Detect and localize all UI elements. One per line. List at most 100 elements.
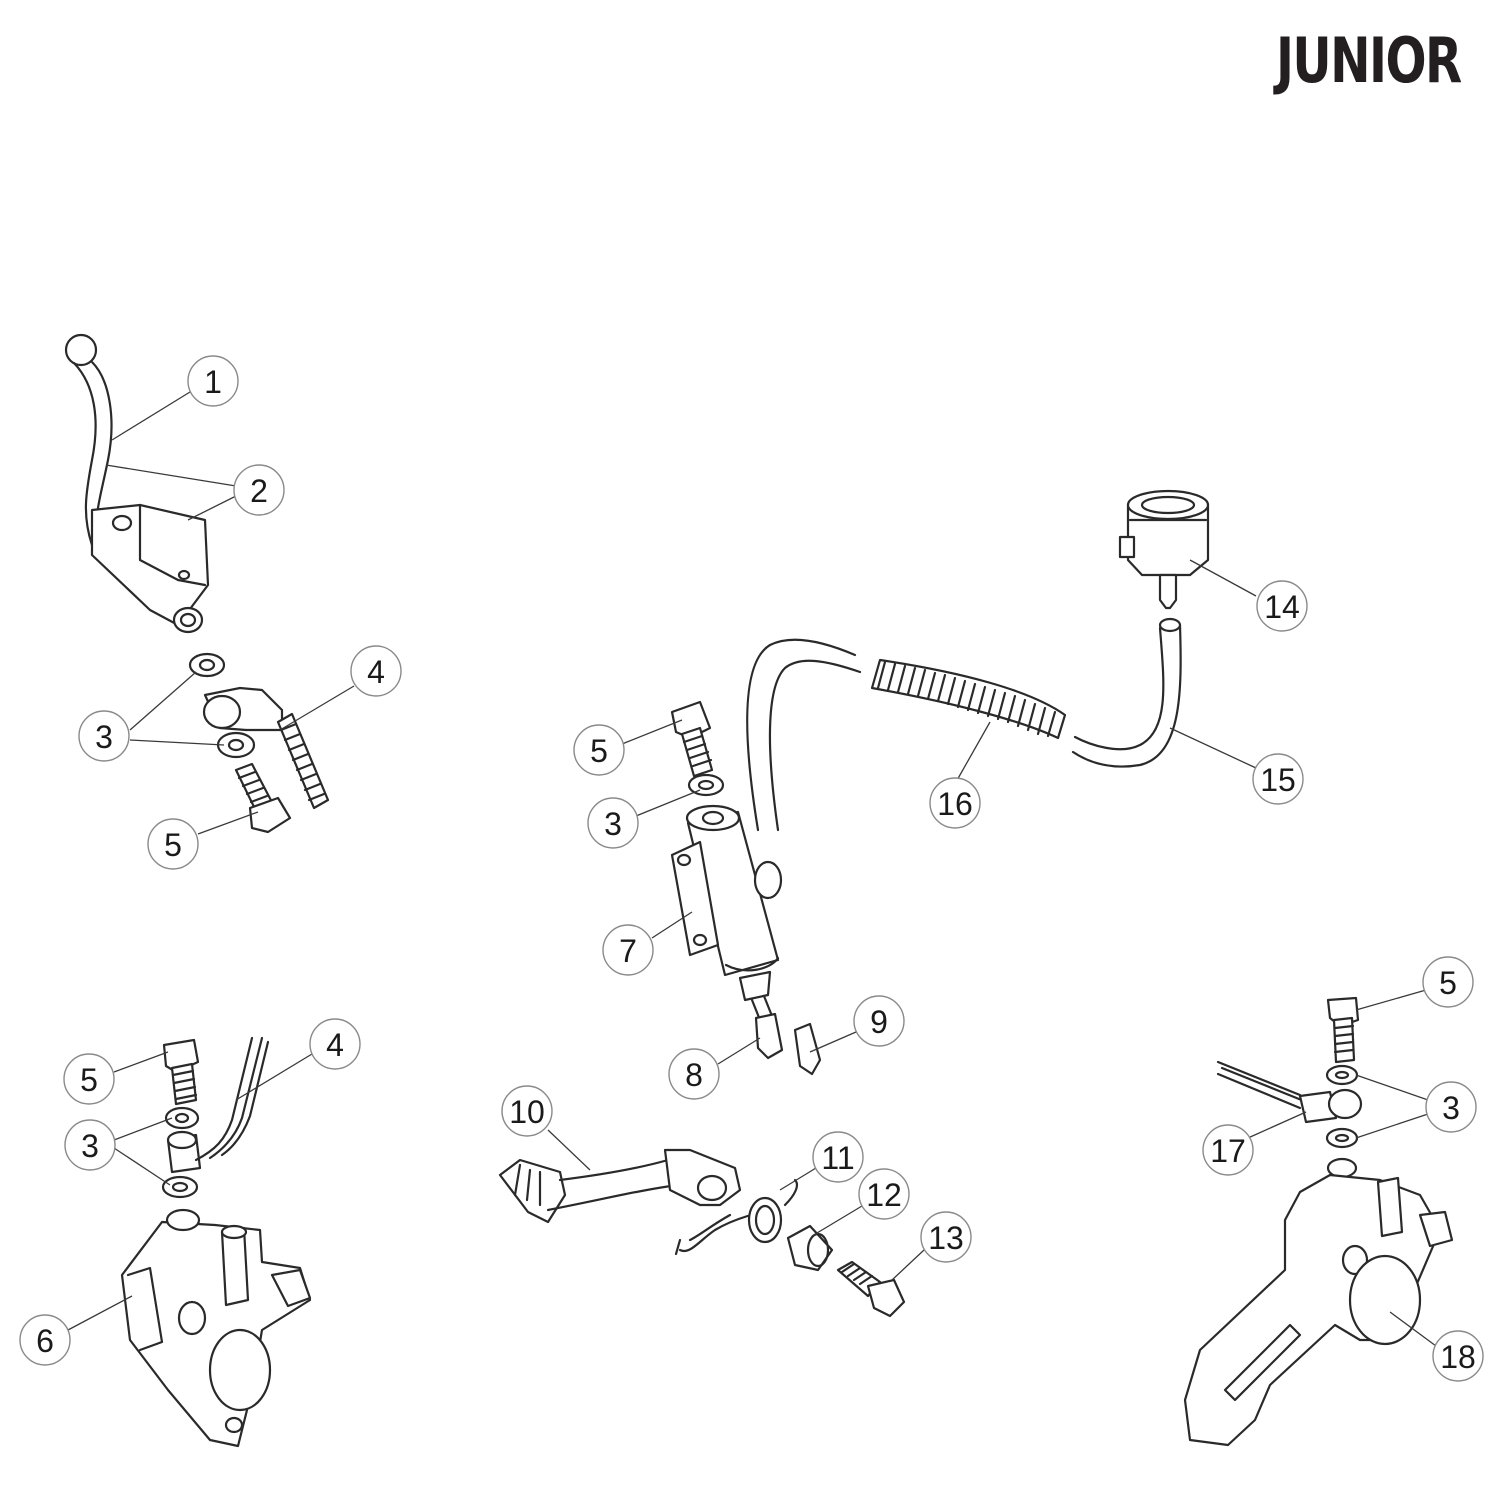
pedal-boss-bore (696, 1174, 728, 1202)
cylinder-ring (724, 956, 780, 972)
rear-caliper-bolt-shank (1332, 1016, 1356, 1064)
pedal-pad-grip (513, 1163, 542, 1207)
callout-circle-c5d (1422, 956, 1474, 1008)
front-caliper-assembly (120, 1036, 312, 1448)
callout-circle-c13 (920, 1211, 972, 1263)
return-spring-coil-inner (754, 1204, 776, 1236)
brand-title: JUNIOR (1276, 24, 1462, 97)
washer-lower-hole (227, 738, 245, 752)
callout-label-c4a: 4 (367, 654, 385, 690)
pivot-bolt-thread (840, 1262, 874, 1286)
feed-hose-lower-b (1071, 623, 1182, 768)
clevis (754, 1012, 784, 1060)
caliper-bleed-nipple (220, 1226, 250, 1307)
leader-lines (67, 391, 1437, 1347)
caliper-bleed-boss (165, 1208, 201, 1232)
caliper-piston (208, 1328, 272, 1412)
callout-circle-c1 (187, 355, 239, 407)
rear-caliper-bracket (1183, 1173, 1442, 1447)
pedal-arm (546, 1158, 680, 1212)
banjo-eye (202, 694, 242, 730)
rear-bleed-nipple (1376, 1176, 1404, 1238)
caliper-washer-lower-hole (171, 1181, 189, 1193)
callout-label-c17: 17 (1210, 1133, 1246, 1169)
caliper-pin-bolt (270, 1268, 312, 1308)
bracket-slot (1223, 1323, 1302, 1402)
caliper-washer-upper-hole (174, 1112, 190, 1124)
pivot-bush-end (806, 1232, 830, 1268)
caliper-washer-upper (164, 1106, 200, 1130)
reservoir-cap (1126, 489, 1210, 521)
callout-circle-c5a (147, 818, 199, 870)
pivot-hole (111, 514, 133, 532)
callout-label-c2: 2 (250, 473, 268, 509)
callout-circle-c10 (501, 1085, 553, 1137)
feed-hose-end (1158, 617, 1182, 633)
caliper-bolt-thread (171, 1069, 198, 1101)
callout-circle-c11 (812, 1131, 864, 1183)
callout-circle-c16 (929, 777, 981, 829)
pivot-bush (786, 1224, 834, 1272)
pivot-bolt-head (866, 1278, 906, 1318)
callout-circle-c18 (1432, 1330, 1484, 1382)
flange-hole-bottom (692, 933, 708, 947)
callout-circle-c14 (1256, 580, 1308, 632)
rear-washer-upper-hole (1334, 1070, 1350, 1080)
callout-label-c10: 10 (509, 1094, 545, 1130)
master-cylinder-edge (138, 503, 207, 587)
rear-banjo-eye (1327, 1088, 1363, 1120)
caliper-side-tab (126, 1266, 164, 1352)
callout-label-c3c: 3 (81, 1128, 99, 1164)
callout-label-c5c: 5 (80, 1062, 98, 1098)
callout-circle-c12 (858, 1168, 910, 1220)
hose-braid-lines (279, 722, 326, 802)
callout-circle-c5c (63, 1053, 115, 1105)
caliper-hose (194, 1036, 270, 1162)
hose-spring-guard (870, 658, 1067, 740)
clutch-lever-assembly (64, 333, 330, 834)
caliper-washer-lower (161, 1175, 199, 1199)
cylinder-outlet-bore (179, 612, 197, 628)
callout-label-c5a: 5 (164, 827, 182, 863)
rear-caliper-piston (1348, 1254, 1422, 1346)
cylinder-mount-flange (670, 840, 720, 957)
callout-label-c3a: 3 (95, 719, 113, 755)
lever-ball-end (64, 333, 98, 367)
callout-circle-c4a (350, 645, 402, 697)
cylinder-outlet (172, 606, 204, 634)
caliper-lower-hole (224, 1416, 244, 1434)
callout-label-c11: 11 (821, 1140, 854, 1176)
washer-upper-hole (198, 658, 216, 672)
rear-caliper-hose (1216, 1060, 1306, 1110)
callout-label-c13: 13 (928, 1220, 964, 1256)
rear-washer-upper (1325, 1064, 1359, 1086)
callout-label-c14: 14 (1264, 589, 1300, 625)
washer-upper (188, 652, 226, 678)
return-spring-coil (747, 1196, 783, 1244)
callout-circle-c6 (19, 1314, 71, 1366)
callout-label-c6: 6 (36, 1323, 54, 1359)
caliper-body (120, 1220, 312, 1448)
bolt-head (248, 796, 292, 834)
flange-hole-top (676, 853, 692, 867)
callout-label-c1: 1 (204, 364, 222, 400)
cylinder-top (685, 804, 741, 832)
cylinder-inlet (753, 860, 783, 900)
callout-label-c4b: 4 (326, 1027, 344, 1063)
callout-circle-c5b (573, 724, 625, 776)
callout-label-c3d: 3 (1442, 1090, 1460, 1126)
callout-circle-c9 (853, 995, 905, 1047)
clevis-pin (793, 1022, 822, 1076)
reservoir-mount (1118, 535, 1136, 559)
callout-label-c5b: 5 (590, 733, 608, 769)
rear-pin-bolt (1418, 1210, 1454, 1248)
callout-circle-c2 (233, 464, 285, 516)
callout-circle-c15 (1252, 753, 1304, 805)
callout-label-c16: 16 (937, 786, 973, 822)
callout-label-c8: 8 (685, 1057, 703, 1093)
reservoir-cap-top (1140, 495, 1196, 515)
rear-master-cylinder-assembly (670, 489, 1210, 1076)
spring-coils (876, 660, 1057, 738)
